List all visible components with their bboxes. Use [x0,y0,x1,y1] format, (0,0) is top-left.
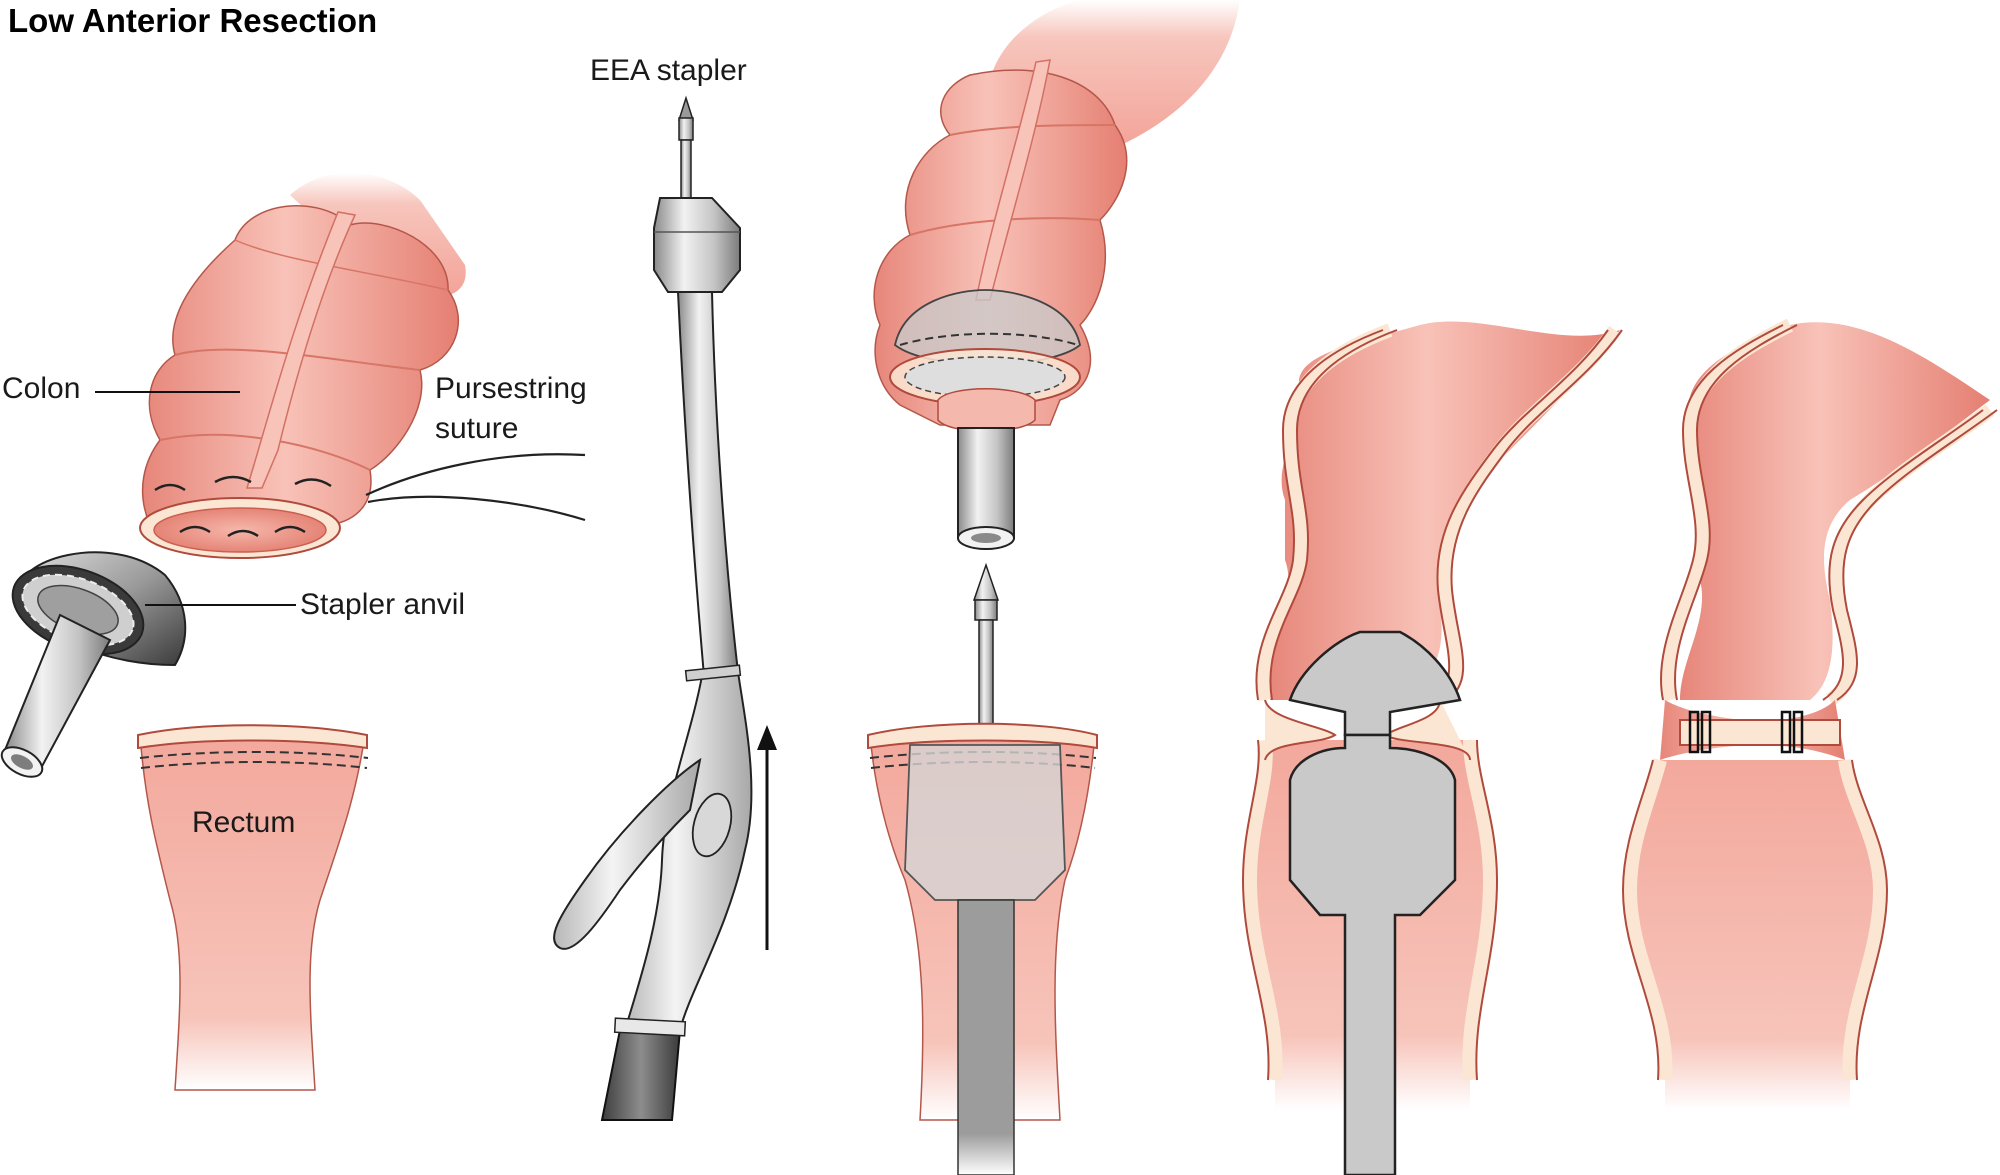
stapler-cartridge [904,744,1066,901]
anvil-engaged [1288,630,1462,737]
colon-wall-left [1661,318,1794,702]
stapler-button [691,792,733,858]
stapler-knob [600,1029,682,1121]
rectum-wall-left [1622,758,1673,1081]
haustra-fold [174,348,421,371]
figure-title: Low Anterior Resection [8,2,378,39]
anvil-post [957,427,1015,539]
stapler-lever [553,757,702,950]
panel-5-anastomosis [1621,318,1998,1110]
panel-3-insertion [867,0,1240,1175]
suture-tails [365,453,586,522]
cartridge-engaged [1288,733,1457,1175]
pursestring-label-line2: suture [435,412,519,445]
anvil-staple-ring [899,332,1079,346]
panel-2-eea-stapler [553,95,777,1121]
rectum-wall-right [1838,758,1888,1081]
tissue-flap-left [1264,699,1337,761]
panel-4-engaged [1241,321,1623,1175]
rectal-staple-lines [139,751,369,769]
rectum-cuff [137,724,368,750]
rectum-wall-left [1242,739,1283,1081]
stapler-anvil-label: Stapler anvil [300,588,466,621]
rectum-cuff [867,722,1098,750]
rectum-wall-right [1462,739,1498,1081]
stapler-shaft [957,899,1015,1175]
stapler-shaft [676,291,740,678]
stapler-head [653,197,741,293]
rectum-lumen-lower [1630,760,1880,1110]
colon-label: Colon [2,372,81,405]
colon-lumen-upper [1680,322,1990,700]
insertion-arrow [757,725,777,950]
stapler-anvil [0,551,187,778]
colon-wall-right [1435,325,1621,706]
pursestring-stitches [154,475,332,538]
eea-stapler-label: EEA stapler [590,54,747,87]
taenia-coli [245,211,357,489]
colon-wall-right [1825,404,1995,706]
stapler-spike [677,95,695,121]
rectum-stump [139,734,366,1091]
rectum-label: Rectum [192,806,296,839]
staple-line [1679,719,1841,746]
pursestring-label-line1: Pursestring [435,372,587,405]
stapler-spike [972,562,1000,601]
panel-1-preparation [0,172,586,1091]
leader-lines [95,391,296,606]
staples [1688,710,1804,754]
colon-wall-left [1256,323,1393,702]
pursestring-cinch [937,388,1036,432]
